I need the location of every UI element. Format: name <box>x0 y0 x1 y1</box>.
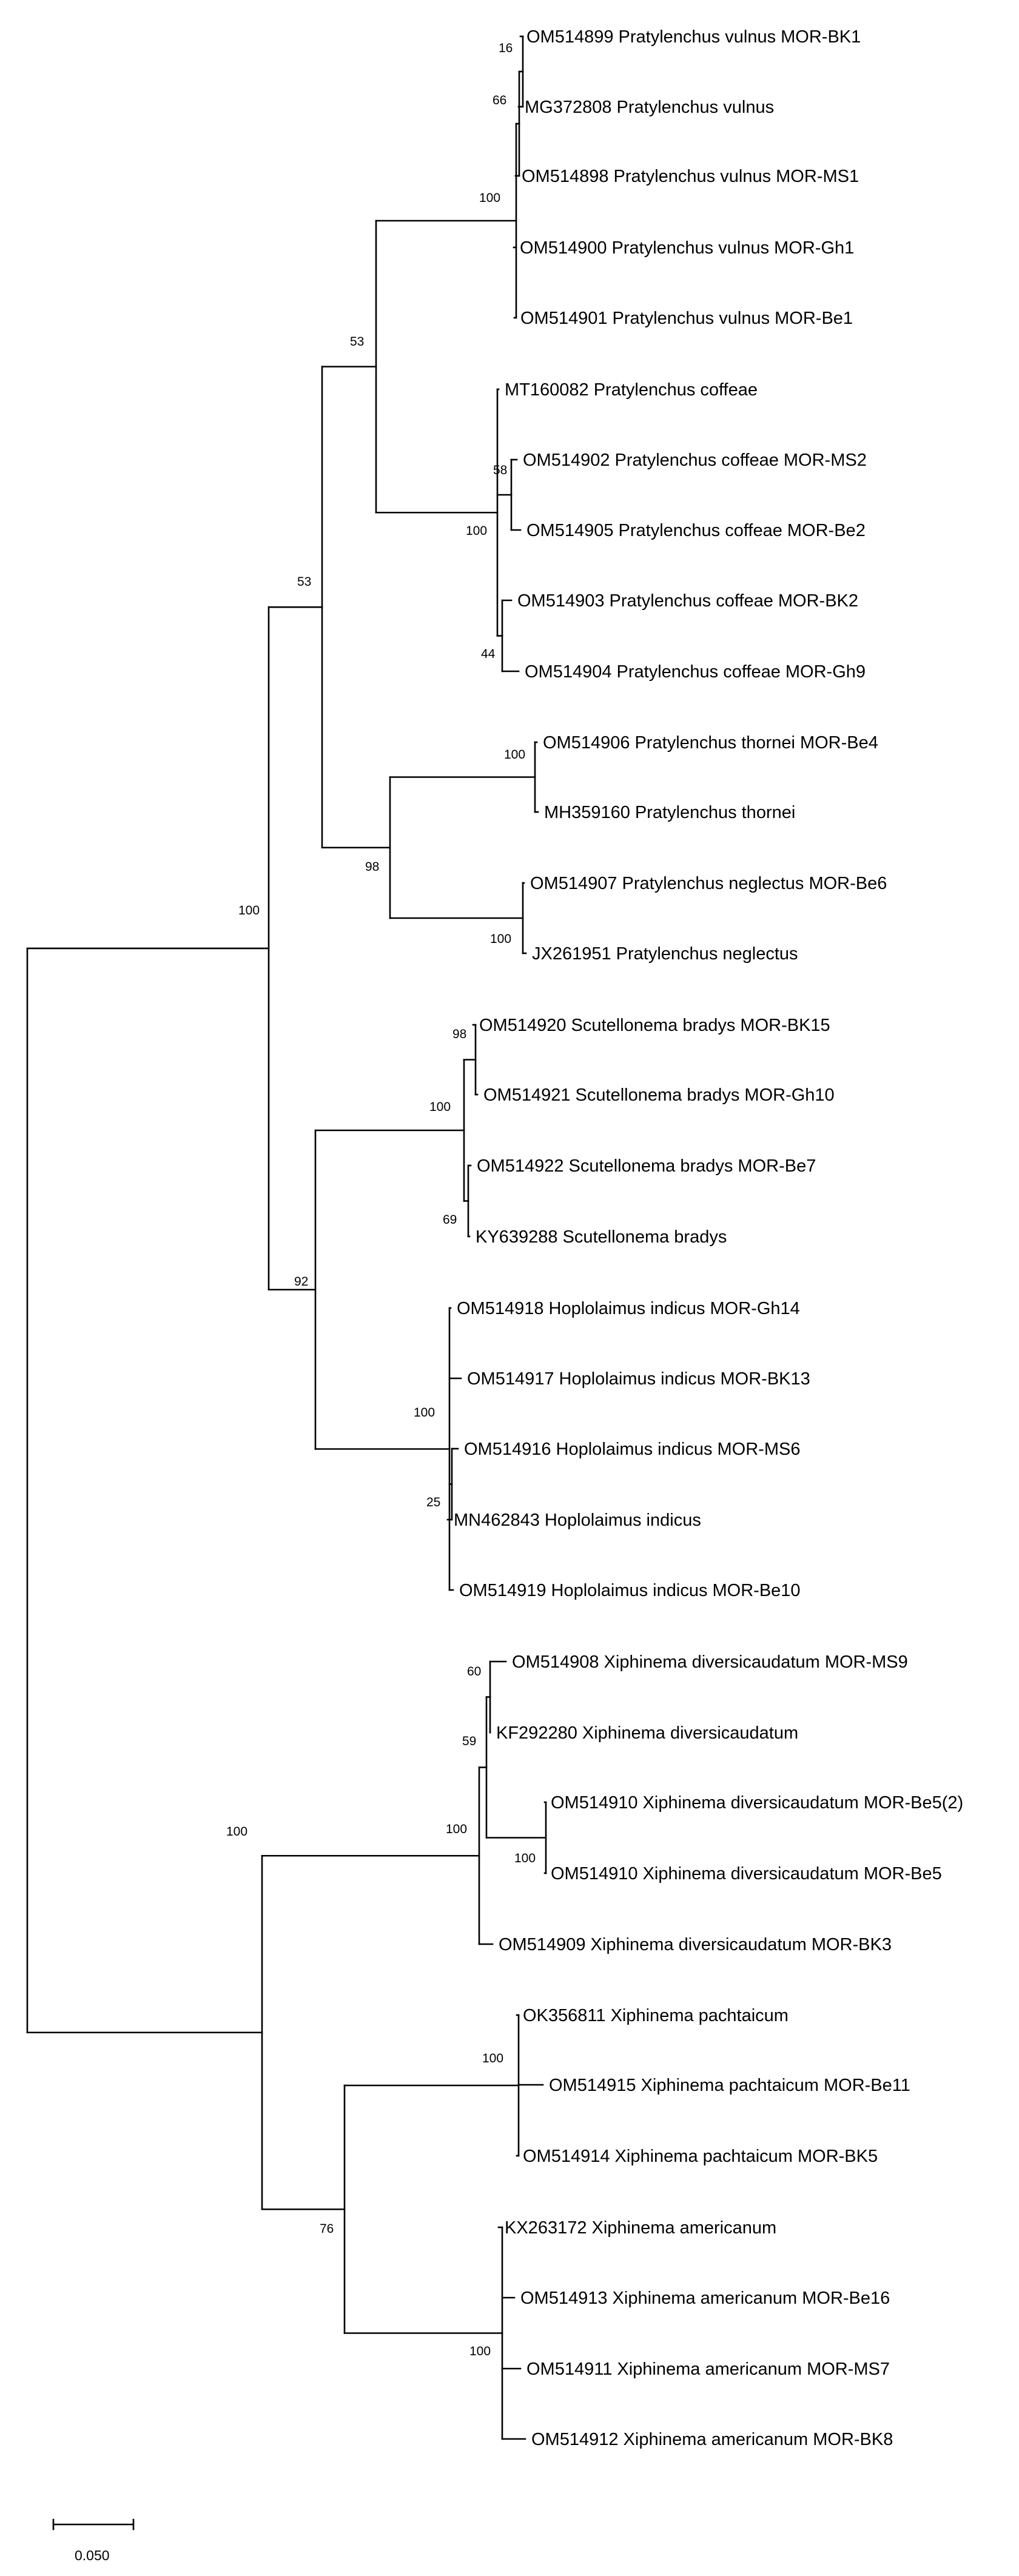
leaf-label: OM514901 Pratylenchus vulnus MOR-Be1 <box>520 309 853 328</box>
bootstrap-value: 100 <box>414 1406 435 1420</box>
bootstrap-value: 58 <box>493 463 507 477</box>
leaf-label: MT160082 Pratylenchus coffeae <box>505 380 758 400</box>
bootstrap-value: 100 <box>466 524 487 538</box>
leaf-label: OM514903 Pratylenchus coffeae MOR-BK2 <box>517 591 858 611</box>
leaf-label: OM514911 Xiphinema americanum MOR-MS7 <box>526 2360 890 2379</box>
bootstrap-value: 100 <box>504 748 525 762</box>
bootstrap-value: 100 <box>490 932 511 946</box>
bootstrap-value: 76 <box>320 2222 334 2236</box>
bootstrap-value: 100 <box>482 2051 503 2065</box>
bootstrap-value: 100 <box>226 1825 247 1839</box>
leaf-label: OM514908 Xiphinema diversicaudatum MOR-M… <box>512 1652 908 1672</box>
leaf-label: OM514919 Hoplolaimus indicus MOR-Be10 <box>459 1581 801 1600</box>
leaf-label: OM514912 Xiphinema americanum MOR-BK8 <box>531 2430 893 2449</box>
bootstrap-value: 98 <box>365 860 379 874</box>
bootstrap-value: 100 <box>429 1100 451 1114</box>
bootstrap-value: 100 <box>469 2344 491 2358</box>
bootstrap-value: 59 <box>462 1734 476 1748</box>
leaf-label: MH359160 Pratylenchus thornei <box>544 803 795 822</box>
bootstrap-value: 69 <box>443 1213 457 1227</box>
leaf-label: OM514905 Pratylenchus coffeae MOR-Be2 <box>526 521 866 540</box>
bootstrap-value: 60 <box>467 1665 481 1679</box>
leaf-label: OM514922 Scutellonema bradys MOR-Be7 <box>477 1156 816 1176</box>
leaf-label: OM514904 Pratylenchus coffeae MOR-Gh9 <box>525 662 866 682</box>
leaf-label: MG372808 Pratylenchus vulnus <box>525 98 774 117</box>
bootstrap-value: 100 <box>479 191 500 205</box>
leaf-label: KX263172 Xiphinema americanum <box>505 2218 776 2238</box>
bootstrap-value: 100 <box>514 1851 536 1865</box>
leaf-label: OM514910 Xiphinema diversicaudatum MOR-B… <box>551 1793 963 1813</box>
bootstrap-value: 53 <box>350 335 364 349</box>
bootstrap-value: 16 <box>499 41 513 55</box>
leaf-label: JX261951 Pratylenchus neglectus <box>532 944 798 964</box>
leaf-label: OM514907 Pratylenchus neglectus MOR-Be6 <box>530 874 887 893</box>
leaf-label: MN462843 Hoplolaimus indicus <box>454 1511 701 1530</box>
leaf-label: OM514920 Scutellonema bradys MOR-BK15 <box>479 1016 830 1035</box>
leaf-label: OK356811 Xiphinema pachtaicum <box>523 2006 789 2025</box>
leaf-label: OM514914 Xiphinema pachtaicum MOR-BK5 <box>523 2147 878 2166</box>
leaf-label: OM514918 Hoplolaimus indicus MOR-Gh14 <box>457 1299 800 1318</box>
bootstrap-value: 53 <box>297 575 311 589</box>
leaf-label: OM514910 Xiphinema diversicaudatum MOR-B… <box>551 1864 942 1883</box>
bootstrap-value: 25 <box>426 1495 440 1509</box>
leaf-label: OM514900 Pratylenchus vulnus MOR-Gh1 <box>520 238 854 258</box>
scale-bar-label: 0.050 <box>75 2547 110 2563</box>
leaf-label: OM514913 Xiphinema americanum MOR-Be16 <box>520 2289 890 2308</box>
bootstrap-value: 100 <box>238 904 260 917</box>
leaf-label: OM514916 Hoplolaimus indicus MOR-MS6 <box>464 1440 800 1459</box>
leaf-label: OM514917 Hoplolaimus indicus MOR-BK13 <box>467 1369 810 1389</box>
leaf-label: OM514898 Pratylenchus vulnus MOR-MS1 <box>522 167 859 186</box>
bootstrap-value: 66 <box>493 93 506 107</box>
leaf-label: KY639288 Scutellonema bradys <box>476 1227 727 1247</box>
bootstrap-value: 44 <box>481 647 496 661</box>
leaf-label: KF292280 Xiphinema diversicaudatum <box>496 1723 798 1743</box>
leaf-label: OM514915 Xiphinema pachtaicum MOR-Be11 <box>549 2076 910 2095</box>
leaf-label: OM514899 Pratylenchus vulnus MOR-BK1 <box>526 27 861 47</box>
leaf-label: OM514909 Xiphinema diversicaudatum MOR-B… <box>499 1935 892 1954</box>
bootstrap-value: 98 <box>452 1027 466 1041</box>
leaf-label: OM514906 Pratylenchus thornei MOR-Be4 <box>543 733 878 753</box>
leaf-label: OM514902 Pratylenchus coffeae MOR-MS2 <box>523 451 867 470</box>
bootstrap-value: 100 <box>446 1822 467 1836</box>
leaf-label: OM514921 Scutellonema bradys MOR-Gh10 <box>483 1085 835 1105</box>
bootstrap-value: 92 <box>294 1275 308 1289</box>
